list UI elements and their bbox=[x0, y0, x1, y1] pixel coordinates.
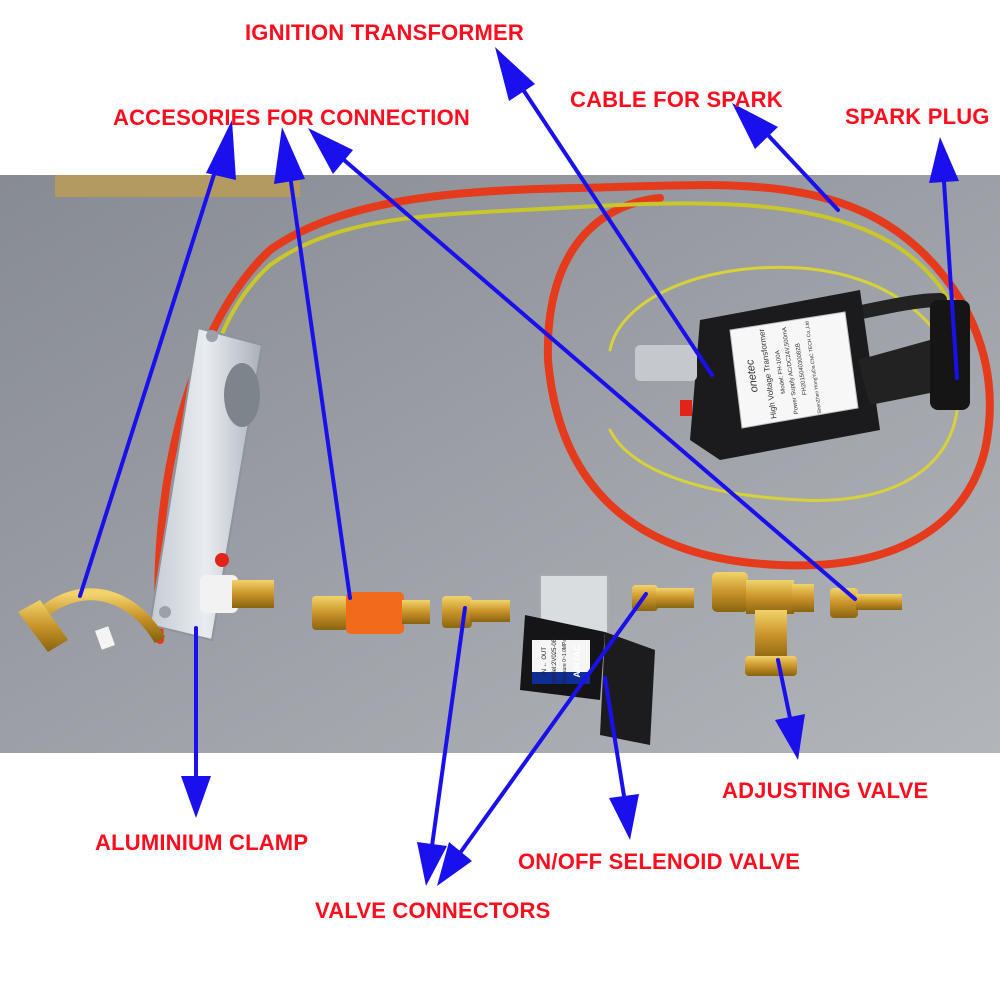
label-spark-plug: SPARK PLUG bbox=[845, 104, 990, 129]
transformer-brand: onetec bbox=[744, 358, 761, 393]
arrow-on-off-selenoid-valve bbox=[603, 676, 639, 840]
label-ignition-transformer: IGNITION TRANSFORMER bbox=[245, 20, 524, 45]
label-adjusting-valve: ADJUSTING VALVE bbox=[722, 778, 929, 803]
arrow-spark-plug bbox=[929, 137, 959, 380]
valve-pressure: Pressure 0~1.0MPa bbox=[562, 639, 568, 684]
arrow-cable-for-spark bbox=[732, 103, 840, 212]
arrow-aluminium-clamp bbox=[181, 626, 211, 818]
label-valve-connectors: VALVE CONNECTORS bbox=[315, 898, 551, 923]
arrow-accessories-check-valve bbox=[274, 127, 352, 600]
aluminium-clamp-part bbox=[148, 326, 264, 642]
arrow-adjusting-valve bbox=[775, 658, 805, 760]
valve-brand: AIRTAC bbox=[572, 644, 582, 678]
arrow-accessories-nozzle bbox=[78, 120, 236, 598]
arrow-accessories-hose-barb bbox=[308, 128, 857, 601]
arrow-ignition-transformer bbox=[495, 47, 714, 377]
cardboard-edge bbox=[55, 175, 300, 197]
adjusting-valve-part bbox=[712, 572, 814, 676]
label-accessories-for-connection: ACCESORIES FOR CONNECTION bbox=[113, 105, 471, 130]
arrow-valve-connector-left bbox=[417, 606, 467, 886]
label-cable-for-spark: CABLE FOR SPARK bbox=[570, 87, 783, 112]
photo-background bbox=[0, 175, 1000, 753]
callout-arrows bbox=[78, 47, 959, 886]
nozzle-part bbox=[18, 553, 274, 652]
label-aluminium-clamp: ALUMINIUM CLAMP bbox=[95, 830, 309, 855]
valve-model: Model:2V025-08 bbox=[552, 638, 558, 683]
transformer-part: onetec High Voltage Transformer Model: F… bbox=[635, 290, 970, 460]
check-valve-part bbox=[312, 592, 430, 634]
label-on-off-selenoid-valve: ON/OFF SELENOID VALVE bbox=[518, 849, 801, 874]
arrow-valve-connector-right bbox=[437, 592, 648, 886]
valve-in-out: IN ← OUT bbox=[542, 647, 548, 675]
